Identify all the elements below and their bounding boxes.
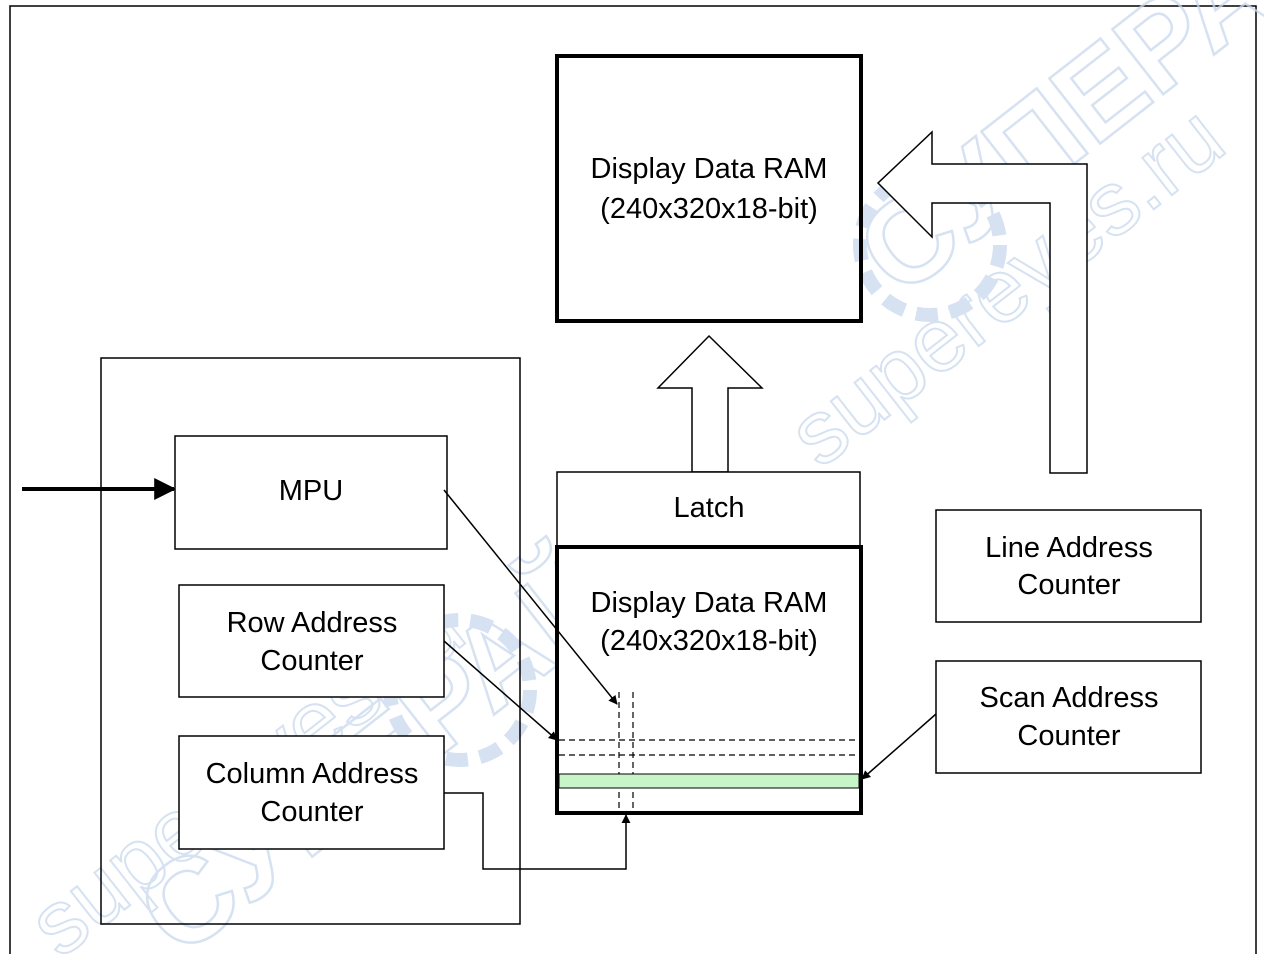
- line-counter-line1: Line Address: [985, 532, 1153, 564]
- line-counter-line2: Counter: [1017, 569, 1121, 601]
- latch-block: Latch: [556, 471, 861, 548]
- column-counter-to-gram-arrow: [444, 792, 631, 870]
- line-counter-to-gram-arrow: [876, 130, 1088, 474]
- latch-label: Latch: [674, 492, 745, 524]
- gram-bottom-size: (240x320x18-bit): [600, 625, 818, 657]
- scan-counter-to-gram-arrow: [861, 713, 937, 780]
- row-counter-to-gram-arrow: [443, 640, 558, 741]
- gram-bottom-title: Display Data RAM: [591, 587, 828, 619]
- scan-counter-line2: Counter: [1017, 720, 1121, 752]
- mpu-block: MPU: [174, 435, 448, 550]
- scan-address-counter: Scan Address Counter: [935, 660, 1202, 774]
- line-address-counter: Line Address Counter: [935, 509, 1202, 623]
- mpu-region: [100, 357, 521, 925]
- scan-line-highlight: [558, 773, 860, 789]
- scan-counter-line1: Scan Address: [980, 682, 1159, 714]
- mpu-to-gram-arrow: [443, 489, 618, 705]
- gram-top-block: Display Data RAM (240x320x18-bit): [555, 54, 863, 323]
- mpu-label: MPU: [279, 475, 343, 507]
- column-address-counter: Column Address Counter: [178, 735, 445, 850]
- gram-top-title: Display Data RAM: [591, 153, 828, 185]
- gram-top-size: (240x320x18-bit): [600, 193, 818, 225]
- gram-bottom-block: Display Data RAM (240x320x18-bit): [555, 545, 863, 815]
- row-counter-line2: Counter: [260, 645, 364, 677]
- row-address-counter: Row Address Counter: [178, 584, 445, 698]
- column-counter-line1: Column Address: [206, 758, 419, 790]
- latch-to-gram-arrow: [656, 334, 764, 473]
- outer-frame: [9, 5, 1257, 954]
- row-counter-line1: Row Address: [227, 607, 398, 639]
- column-counter-line2: Counter: [260, 796, 364, 828]
